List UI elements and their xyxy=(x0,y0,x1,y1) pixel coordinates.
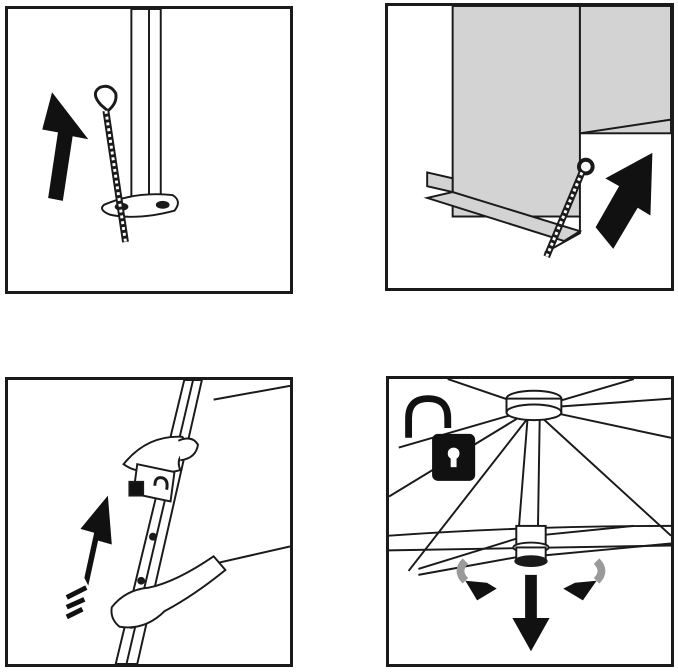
fabric-sheet xyxy=(423,6,671,254)
arrow-up-right-icon xyxy=(595,152,653,249)
step-3-illustration xyxy=(65,380,290,664)
panel-step-2-stake-fabric xyxy=(385,3,674,291)
rotate-left-icon xyxy=(456,558,497,601)
arrow-up-icon xyxy=(42,92,89,201)
arrow-down-icon xyxy=(512,574,550,652)
step-2-illustration xyxy=(423,6,671,258)
step-1-illustration xyxy=(42,9,179,243)
base-plate xyxy=(101,193,179,218)
bottom-hub xyxy=(512,524,550,568)
step-4-illustration xyxy=(389,379,671,652)
upper-hand xyxy=(122,435,199,474)
arrow-up-icon xyxy=(80,495,112,586)
rotate-right-icon xyxy=(563,558,606,601)
panel-step-4-canopy-hub xyxy=(386,376,674,667)
ground-stake xyxy=(93,84,129,243)
unlock-icon xyxy=(405,395,476,481)
pole-clamp xyxy=(128,463,176,503)
lower-hand xyxy=(110,554,227,629)
ground-stake xyxy=(543,157,595,258)
motion-lines xyxy=(65,585,88,620)
pole xyxy=(130,9,162,201)
top-hub xyxy=(505,389,563,422)
panel-step-3-pole-clamp xyxy=(5,377,293,667)
panel-step-1-stake-base xyxy=(5,6,293,294)
